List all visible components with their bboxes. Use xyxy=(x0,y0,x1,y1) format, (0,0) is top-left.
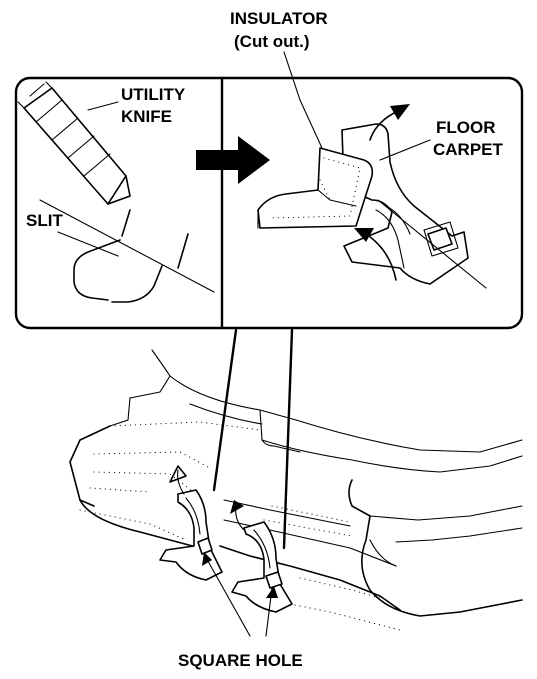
utility-knife-label-line2: KNIFE xyxy=(121,107,172,126)
detail-panel xyxy=(14,76,524,330)
insulator-label-line2: (Cut out.) xyxy=(234,32,310,51)
floor-carpet-label-line2: CARPET xyxy=(433,140,504,159)
square-hole-leader-left xyxy=(203,553,251,637)
utility-knife-icon xyxy=(17,81,131,205)
slit-label: SLIT xyxy=(26,211,63,230)
utility-knife-label-line1: UTILITY xyxy=(121,85,186,104)
insulator-label-line1: INSULATOR xyxy=(230,9,328,28)
slit-cut-left xyxy=(121,209,131,237)
left-carpet-flap xyxy=(159,465,223,581)
floor-edge-line xyxy=(39,199,215,293)
slit-leader-line xyxy=(57,231,119,257)
knife-leader-line xyxy=(87,101,119,111)
right-square-hole-icon xyxy=(265,571,283,589)
floor-carpet-leader-line xyxy=(379,139,431,161)
curved-arrow-insert-icon xyxy=(365,233,397,281)
floor-carpet-label-line1: FLOOR xyxy=(436,118,496,137)
slit-cut-right xyxy=(177,233,189,269)
right-arrow-icon xyxy=(196,136,270,184)
detail-panel-frame xyxy=(14,76,524,330)
square-hole-label: SQUARE HOLE xyxy=(178,651,303,670)
right-carpet-flap xyxy=(230,500,293,613)
callout-line-left xyxy=(212,328,238,492)
knife-slit-view: UTILITY KNIFE SLIT xyxy=(17,81,215,303)
insulator-carpet-view: FLOOR CARPET xyxy=(257,104,504,289)
floor-edge-line-right xyxy=(377,199,487,289)
callout-line-right xyxy=(282,328,294,550)
vehicle-floor-view xyxy=(69,349,523,631)
insulator-icon xyxy=(257,147,374,229)
insulator-leader-line xyxy=(283,51,323,149)
curved-arrow-up-icon xyxy=(369,111,397,141)
left-square-hole-icon xyxy=(197,537,213,555)
slit-outline xyxy=(73,239,163,303)
